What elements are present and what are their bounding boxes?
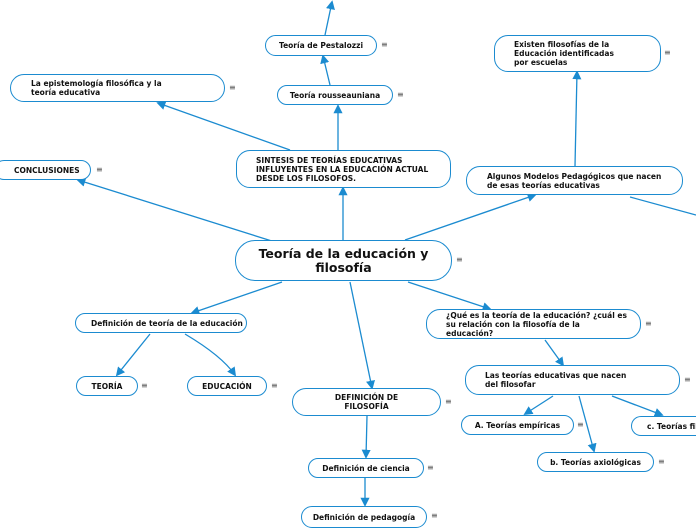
edge-def-teoria-teoria [115, 333, 151, 377]
node-existen-text: Existen filosofías de la Educación ident… [514, 40, 614, 67]
node-sintesis-text: SINTESIS DE TEORÍAS EDUCATIVAS INFLUYENT… [256, 155, 429, 183]
node-def-teoria-text: Definición de teoría de la educación [91, 318, 243, 328]
node-def-filosofia-text: DEFINICIÓN DE FILOSOFÍA [334, 393, 399, 411]
menu-icon[interactable]: ≡ [427, 463, 434, 472]
node-teorias-nacen[interactable]: Las teorías educativas que nacen del fil… [465, 365, 680, 395]
menu-icon[interactable]: ≡ [381, 40, 388, 49]
node-educacion[interactable]: EDUCACIÓN [187, 376, 267, 396]
node-axiologicas-text: b. Teorías axiológicas [550, 457, 641, 467]
node-teoria-text: TEORÍA [91, 381, 123, 391]
edge-teorias-nacen-c [611, 395, 664, 417]
node-def-pedagogia[interactable]: Definición de pedagogía [301, 506, 427, 528]
node-conclusiones[interactable]: CONCLUSIONES [0, 160, 91, 180]
node-axiologicas[interactable]: b. Teorías axiológicas [537, 452, 654, 472]
node-empiricas-text: A. Teorías empíricas [474, 420, 561, 430]
edge-central-def-teoria [190, 281, 283, 315]
menu-icon[interactable]: ≡ [684, 375, 691, 384]
node-sintesis[interactable]: SINTESIS DE TEORÍAS EDUCATIVAS INFLUYENT… [236, 150, 451, 188]
edge-central-conclusiones [76, 177, 276, 243]
edge-pestalozzi-up [324, 0, 335, 36]
menu-icon[interactable]: ≡ [445, 397, 452, 406]
node-pestalozzi[interactable]: Teoría de Pestalozzi [265, 35, 377, 56]
menu-icon[interactable]: ≡ [645, 319, 652, 328]
menu-icon[interactable]: ≡ [397, 90, 404, 99]
menu-icon[interactable]: ≡ [271, 381, 278, 390]
edge-central-modelos [404, 193, 537, 241]
node-teoria[interactable]: TEORÍA [76, 376, 138, 396]
node-def-ciencia[interactable]: Definición de ciencia [308, 458, 424, 478]
edge-central-def-filosofia [349, 281, 375, 390]
node-epistemologia-text: La epistemología filosófica y la teoría … [31, 79, 162, 97]
node-existen[interactable]: Existen filosofías de la Educación ident… [494, 35, 661, 72]
menu-icon[interactable]: ≡ [658, 457, 665, 466]
node-que-es-text: ¿Qué es la teoría de la educación? ¿cuál… [446, 310, 627, 338]
node-teorias-nacen-text: Las teorías educativas que nacen del fil… [485, 371, 627, 389]
edge-que-es-teorias-nacen [544, 339, 565, 367]
edge-sintesis-epistemologia [156, 101, 291, 151]
node-educacion-text: EDUCACIÓN [202, 381, 252, 391]
menu-icon[interactable]: ≡ [664, 48, 671, 57]
edge-def-filosofia-ciencia [361, 415, 371, 459]
node-empiricas[interactable]: A. Teorías empíricas [461, 415, 574, 435]
edge-rousseau-pestalozzi [320, 54, 331, 86]
central-topic[interactable]: Teoría de la educación y filosofía [235, 240, 452, 281]
menu-icon[interactable]: ≡ [141, 381, 148, 390]
node-conclusiones-text: CONCLUSIONES [14, 165, 80, 175]
node-def-teoria[interactable]: Definición de teoría de la educación [75, 313, 247, 333]
edge-modelos-offpage [629, 196, 696, 216]
menu-icon[interactable]: ≡ [96, 165, 103, 174]
central-topic-text: Teoría de la educación y filosofía [258, 245, 429, 275]
menu-icon[interactable]: ≡ [577, 420, 584, 429]
edge-teorias-nacen-empiricas [523, 395, 554, 415]
node-def-pedagogia-text: Definición de pedagogía [312, 512, 416, 522]
edge-def-teoria-educacion [184, 333, 237, 377]
edge-central-que-es [407, 281, 492, 312]
menu-icon[interactable]: ≡ [431, 511, 438, 520]
node-c-teorias[interactable]: c. Teorías filo [631, 416, 696, 436]
node-def-ciencia-text: Definición de ciencia [322, 463, 410, 473]
node-pestalozzi-text: Teoría de Pestalozzi [278, 41, 364, 50]
menu-icon[interactable]: ≡ [456, 255, 463, 264]
node-epistemologia[interactable]: La epistemología filosófica y la teoría … [10, 74, 225, 102]
node-rousseau-text: Teoría rousseauniana [289, 90, 381, 100]
menu-icon[interactable]: ≡ [229, 83, 236, 92]
edge-modelos-existen [572, 70, 582, 167]
node-modelos-text: Algunos Modelos Pedagógicos que nacen de… [487, 171, 662, 190]
node-c-teorias-text: c. Teorías filo [647, 421, 696, 431]
node-rousseau[interactable]: Teoría rousseauniana [277, 85, 393, 105]
edge-teorias-nacen-axiologicas [578, 395, 597, 453]
node-que-es[interactable]: ¿Qué es la teoría de la educación? ¿cuál… [426, 309, 641, 339]
node-modelos[interactable]: Algunos Modelos Pedagógicos que nacen de… [466, 166, 683, 195]
node-def-filosofia[interactable]: DEFINICIÓN DE FILOSOFÍA [292, 388, 441, 416]
